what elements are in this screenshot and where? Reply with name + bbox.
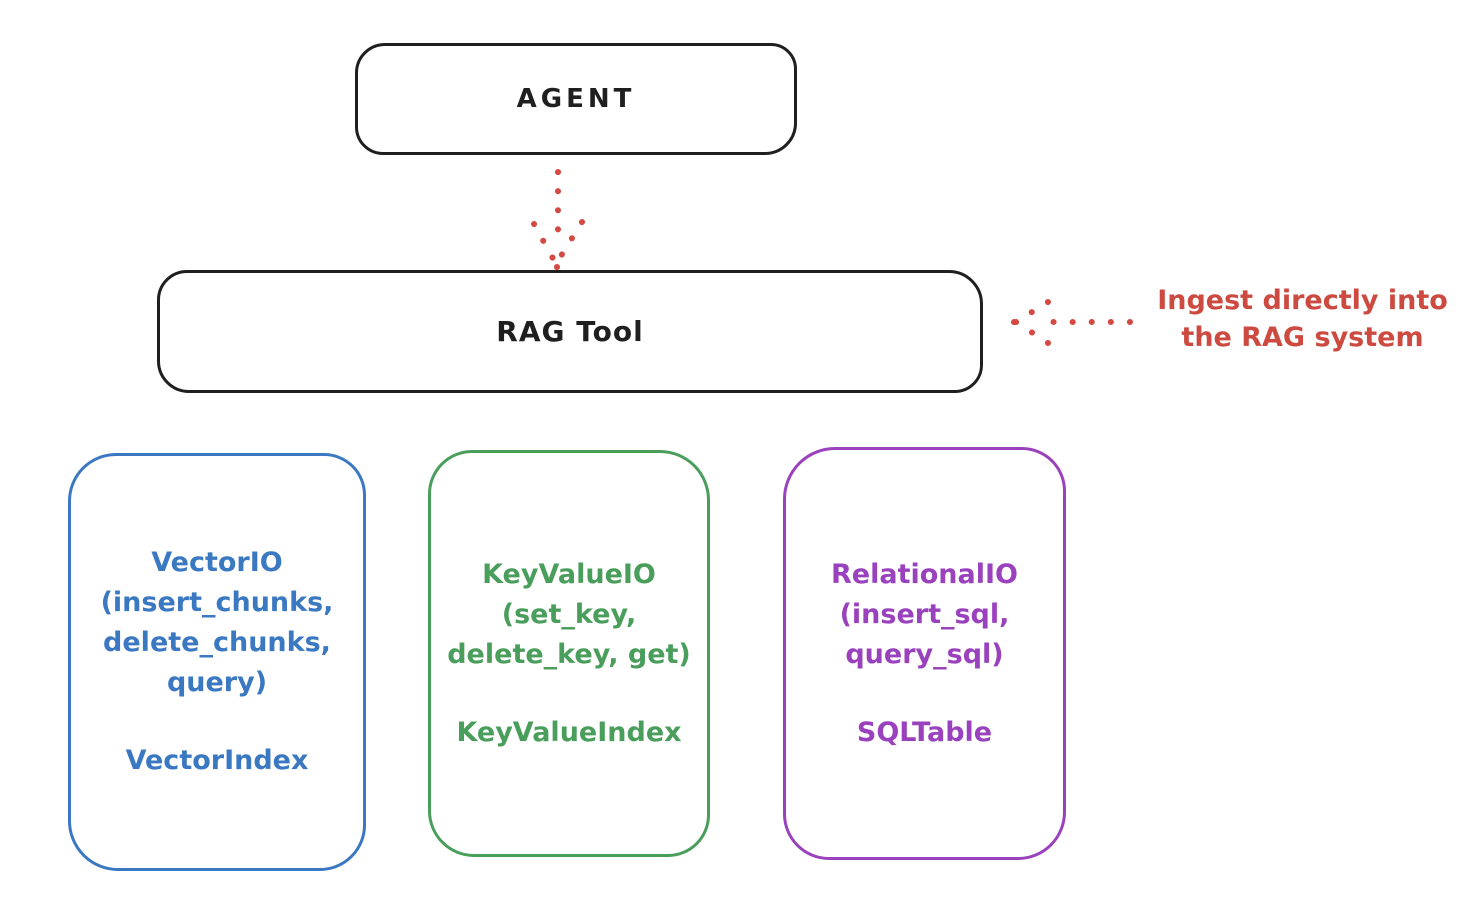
rag-tool-label: RAG Tool [496, 315, 644, 348]
annotation-to-rag-arrow [1011, 299, 1133, 346]
vector-index-label: VectorIndex [125, 745, 309, 776]
keyvalue-index-label: KeyValueIndex [456, 716, 682, 748]
node-line: (insert_sql, [839, 598, 1010, 630]
agent-to-rag-arrow [531, 169, 585, 271]
keyvalue-io-title: KeyValueIO (set_key, delete_key, get) [447, 555, 691, 675]
node-line: delete_chunks, [103, 627, 331, 658]
node-line: KeyValueIO [482, 558, 656, 590]
annotation-line-2: the RAG system [1181, 322, 1424, 353]
agent-label: AGENT [516, 84, 636, 114]
agent-node: AGENT [355, 43, 797, 155]
node-line: VectorIO [151, 547, 283, 578]
node-line: RelationalIO [831, 558, 1018, 590]
node-line: delete_key, get) [447, 638, 691, 670]
keyvalue-io-node: KeyValueIO (set_key, delete_key, get) Ke… [428, 450, 710, 857]
rag-tool-node: RAG Tool [157, 270, 983, 393]
vector-io-node: VectorIO (insert_chunks, delete_chunks, … [68, 453, 366, 871]
ingest-annotation: Ingest directly into the RAG system [1135, 282, 1470, 356]
node-line: (insert_chunks, [100, 587, 334, 618]
node-line: (set_key, [501, 598, 637, 630]
annotation-line-1: Ingest directly into [1157, 285, 1448, 316]
sql-table-label: SQLTable [856, 716, 993, 748]
relational-io-node: RelationalIO (insert_sql, query_sql) SQL… [783, 447, 1066, 860]
node-line: query_sql) [845, 638, 1004, 670]
vector-io-title: VectorIO (insert_chunks, delete_chunks, … [101, 543, 334, 703]
relational-io-title: RelationalIO (insert_sql, query_sql) [831, 555, 1018, 675]
node-line: query) [166, 667, 268, 698]
